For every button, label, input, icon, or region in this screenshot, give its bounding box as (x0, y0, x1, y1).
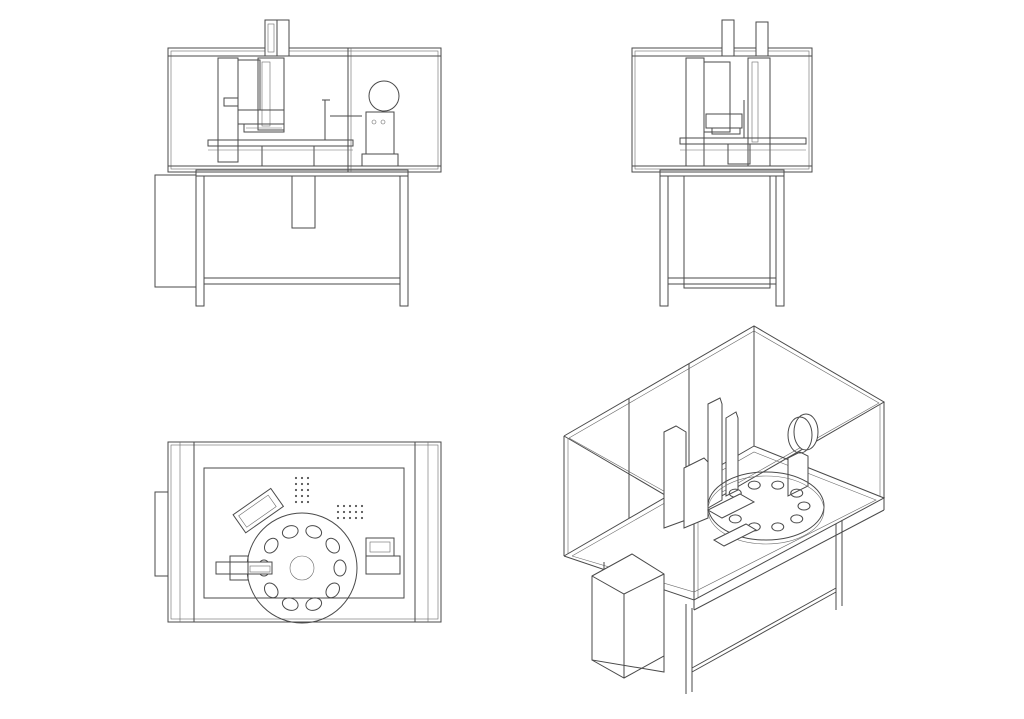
mounting-hole (336, 504, 340, 508)
top-view (154, 441, 442, 624)
turntable-pocket (747, 480, 761, 490)
side-view (631, 19, 813, 307)
mounting-hole (342, 504, 346, 508)
turntable-pocket (771, 480, 785, 490)
turntable-pocket (263, 537, 279, 554)
mounting-hole (300, 494, 304, 498)
turntable-pocket (728, 514, 742, 524)
mounting-hole (348, 516, 352, 520)
turntable-pocket (790, 514, 804, 524)
turntable-pocket (281, 525, 299, 539)
mounting-hole (300, 482, 304, 486)
mounting-hole (336, 510, 340, 514)
mounting-hole (300, 500, 304, 504)
turntable-pocket (797, 501, 811, 511)
mounting-hole (354, 516, 358, 520)
mounting-hole (294, 494, 298, 498)
mounting-hole (336, 516, 340, 520)
turntable-pocket (771, 522, 785, 532)
mounting-hole (306, 488, 310, 492)
mounting-hole (294, 482, 298, 486)
turntable-pocket (790, 488, 804, 498)
turntable-pocket (305, 525, 323, 539)
turntable-pocket (281, 597, 299, 611)
mounting-hole (354, 510, 358, 514)
mounting-hole (306, 482, 310, 486)
mounting-hole (294, 488, 298, 492)
turntable-pocket (263, 582, 279, 599)
turntable-pocket (333, 559, 347, 577)
mounting-hole (342, 510, 346, 514)
mounting-hole (360, 510, 364, 514)
turntable-pocket (305, 597, 323, 611)
mounting-hole (348, 510, 352, 514)
mounting-hole (360, 504, 364, 508)
mounting-hole (306, 500, 310, 504)
mounting-hole (294, 500, 298, 504)
mounting-hole (306, 476, 310, 480)
mounting-hole (306, 494, 310, 498)
turntable-pocket (325, 537, 341, 554)
mounting-hole (300, 476, 304, 480)
mounting-hole (300, 488, 304, 492)
mounting-hole (342, 516, 346, 520)
mounting-hole (294, 476, 298, 480)
mounting-hole (360, 516, 364, 520)
isometric-view (563, 325, 886, 694)
turntable-pocket (325, 582, 341, 599)
mounting-hole (354, 504, 358, 508)
front-view (154, 19, 442, 307)
mounting-hole (348, 504, 352, 508)
